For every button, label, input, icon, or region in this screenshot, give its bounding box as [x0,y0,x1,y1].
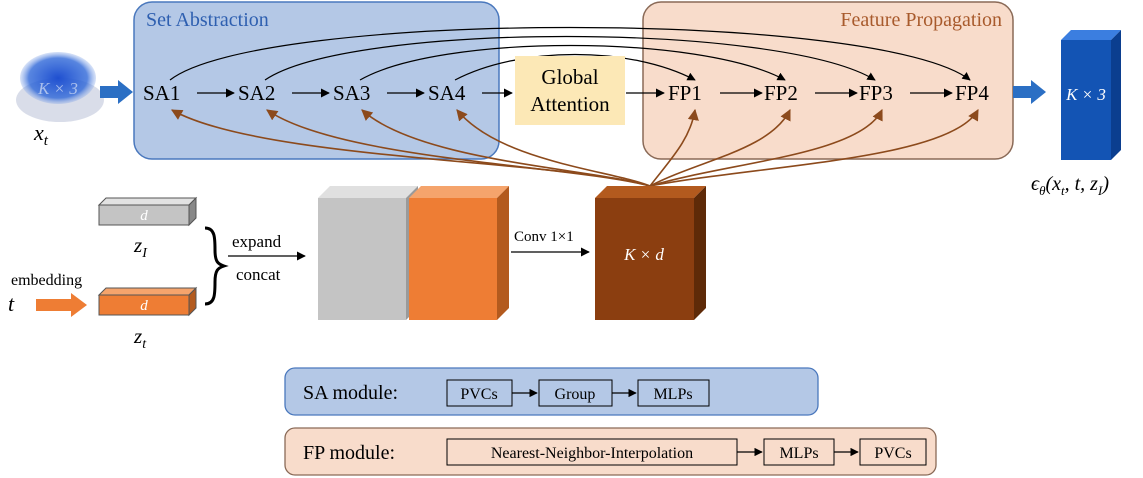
output-equation: ϵθ(xt, t, zI) [1031,173,1109,198]
output-block-side [1111,30,1121,160]
node-fp4: FP4 [955,81,989,105]
fp-module-label: FP module: [303,442,395,464]
input-variable: xt [33,120,49,149]
input-arrow [100,80,133,104]
expand-label: expand [232,232,282,251]
zt-label: zt [133,324,147,352]
brown-block-label: K × d [623,245,664,264]
sa-module-label: SA module: [303,382,398,404]
concat-brace [204,226,229,306]
fp-step-pvcs-box [859,438,927,466]
skip-sa1-fp4 [169,26,971,81]
cloud-label: K × 3 [37,79,78,98]
cond-to-fp3 [649,108,883,187]
zt-bar-dim: d [140,298,148,314]
skip-sa2-fp3 [264,35,876,81]
fp-module-box [284,427,937,476]
output-arrow [1013,80,1046,104]
conv-label: Conv 1×1 [514,229,574,245]
condition-arrows [171,108,979,187]
zi-embedding-bar: d [97,196,198,227]
output-block-top [1061,30,1121,40]
cond-to-sa3 [361,109,651,187]
node-fp3: FP3 [859,81,893,105]
zi-bar-front [98,204,190,226]
cloud-body [20,52,96,104]
decoder-chain: FP1 FP2 FP3 FP4 [668,81,989,105]
brown-feature-block: K × d [595,186,706,320]
zt-embedding-bar: d [97,286,198,317]
gray-feature-block [318,186,418,320]
sa-step-pvcs: PVCs [460,386,497,403]
brown-block-top [595,186,706,198]
orange-block-top [409,186,509,198]
sa-step-mlps-box [637,379,710,407]
attention-line2: Attention [530,92,610,116]
sa-step-group: Group [555,386,596,403]
sa-step-mlps: MLPs [653,386,692,403]
attention-line1: Global [541,65,598,89]
skip-connections [169,26,971,81]
fp-step-mlps: MLPs [779,445,818,462]
node-fp2: FP2 [764,81,798,105]
skip-sa3-fp2 [359,44,786,81]
set-abstraction-region [133,1,500,160]
embedding-arrow [36,293,87,317]
orange-feature-block [409,186,509,320]
t-label: t [8,291,15,316]
orange-block-front [409,198,497,320]
output-block: K × 3 [1061,30,1121,160]
zt-bar-front [98,294,190,316]
concat-label: concat [236,265,281,284]
brown-block-side [694,186,706,320]
node-sa1: SA1 [143,81,180,105]
gray-block-front [318,198,406,320]
output-block-front [1061,40,1111,160]
global-attention-block [515,56,625,125]
fp-step-pvcs: PVCs [874,445,911,462]
node-fp1: FP1 [668,81,702,105]
input-point-cloud: K × 3 [16,52,104,122]
zi-bar-top [97,197,198,206]
brown-block-front [595,198,694,320]
fp-step-nni: Nearest-Neighbor-Interpolation [491,445,693,462]
set-abstraction-title: Set Abstraction [146,9,269,31]
zt-bar-top [97,287,198,296]
cond-to-sa4 [456,109,651,187]
node-sa3: SA3 [333,81,370,105]
embedding-label: embedding [11,272,82,289]
sa-module-steps: PVCs Group MLPs [446,379,710,407]
node-sa4: SA4 [428,81,466,105]
gray-block-top [318,186,418,198]
encoder-chain: SA1 SA2 SA3 SA4 [143,81,466,105]
feature-propagation-region [642,1,1014,160]
node-sa2: SA2 [238,81,275,105]
feature-propagation-title: Feature Propagation [840,9,1002,31]
zi-label: zI [133,233,148,261]
cond-to-fp1 [649,108,699,187]
zi-bar-dim: d [140,208,148,224]
orange-block-side [497,186,509,320]
cond-to-fp2 [649,108,791,187]
cond-to-fp4 [649,109,979,187]
skip-sa4-fp1 [454,53,696,81]
output-block-label: K × 3 [1065,85,1106,104]
fp-module-steps: Nearest-Neighbor-Interpolation MLPs PVCs [446,438,927,466]
